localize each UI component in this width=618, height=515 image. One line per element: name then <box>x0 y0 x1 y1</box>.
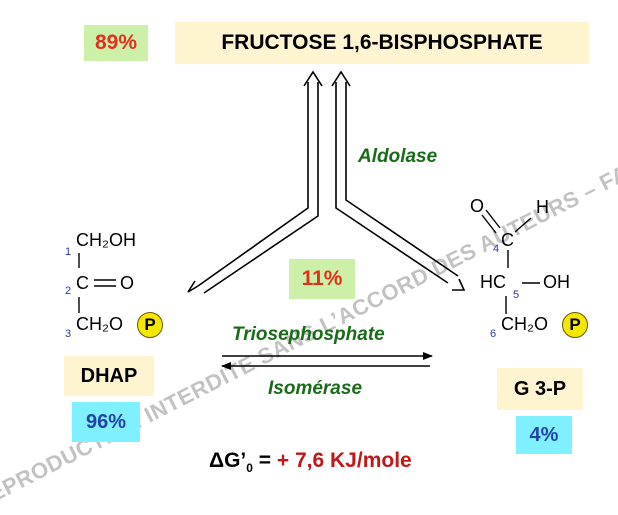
triose-percent-badge: 11% <box>289 259 355 299</box>
dhap-carbon-number-2: 2 <box>65 285 72 297</box>
dhap-phosphate-circle: P <box>137 312 163 338</box>
dhap-ch2oh: CH₂OH <box>76 230 136 250</box>
arrowhead-up-right <box>331 70 351 87</box>
g3p-carbon-number-6: 6 <box>490 328 497 340</box>
dhap-percent: 96% <box>85 410 127 433</box>
g3p-phosphate-circle: P <box>562 312 588 338</box>
g3p-c4: C <box>501 230 514 250</box>
dhap-carbon-number-1: 1 <box>65 246 72 258</box>
page-title: FRUCTOSE 1,6-BISPHOSPHATE <box>221 31 543 54</box>
g3p-aldehyde-o: O <box>470 196 485 216</box>
delta-g-value: + 7,6 KJ/mole <box>276 449 412 472</box>
g3p-percent-badge: 4% <box>516 416 572 454</box>
isomerase-label-line1: Triosephosphate <box>232 324 385 345</box>
g3p-oh: OH <box>543 272 570 292</box>
dhap-phosphate-label: P <box>144 315 156 334</box>
dhap-o2: O <box>120 273 135 293</box>
fbp-percent-badge: 89% <box>84 25 148 61</box>
g3p-hc: HC <box>480 272 506 292</box>
title-box: FRUCTOSE 1,6-BISPHOSPHATE <box>175 22 589 64</box>
isomerase-label-line2: Isomérase <box>268 378 363 399</box>
g3p-aldehyde-h: H <box>536 197 549 217</box>
dhap-name-box: DHAP <box>64 356 154 396</box>
g3p-phosphate-label: P <box>569 315 581 334</box>
triose-percent: 11% <box>301 267 343 290</box>
g3p-carbon-number-4: 4 <box>493 243 500 255</box>
arrow-to-dhap <box>187 82 319 294</box>
dhap-carbon-number-3: 3 <box>65 328 72 340</box>
delta-g-line: ΔG’0 = + 7,6 KJ/mole <box>209 449 412 475</box>
arrowhead-up-left <box>303 70 323 87</box>
reaction-arrows <box>78 70 540 370</box>
aldolase-label: Aldolase <box>358 146 438 167</box>
g3p-name-box: G 3-P <box>497 368 583 410</box>
dhap-name: DHAP <box>80 364 138 387</box>
delta-g-subscript: 0 <box>246 461 253 476</box>
g3p-percent: 4% <box>529 423 559 446</box>
dhap-percent-badge: 96% <box>72 402 140 442</box>
delta-g-equals: = <box>252 449 277 472</box>
fbp-percent: 89% <box>94 31 138 54</box>
g3p-carbon-number-5: 5 <box>513 289 520 301</box>
g3p-name: G 3-P <box>513 377 567 400</box>
dhap-c2: C <box>76 273 89 293</box>
dhap-ch2o: CH₂O <box>76 314 123 334</box>
delta-g-symbol: ΔG’ <box>209 449 247 472</box>
g3p-ch2o: CH₂O <box>501 314 548 334</box>
arrow-to-g3p <box>335 82 466 291</box>
